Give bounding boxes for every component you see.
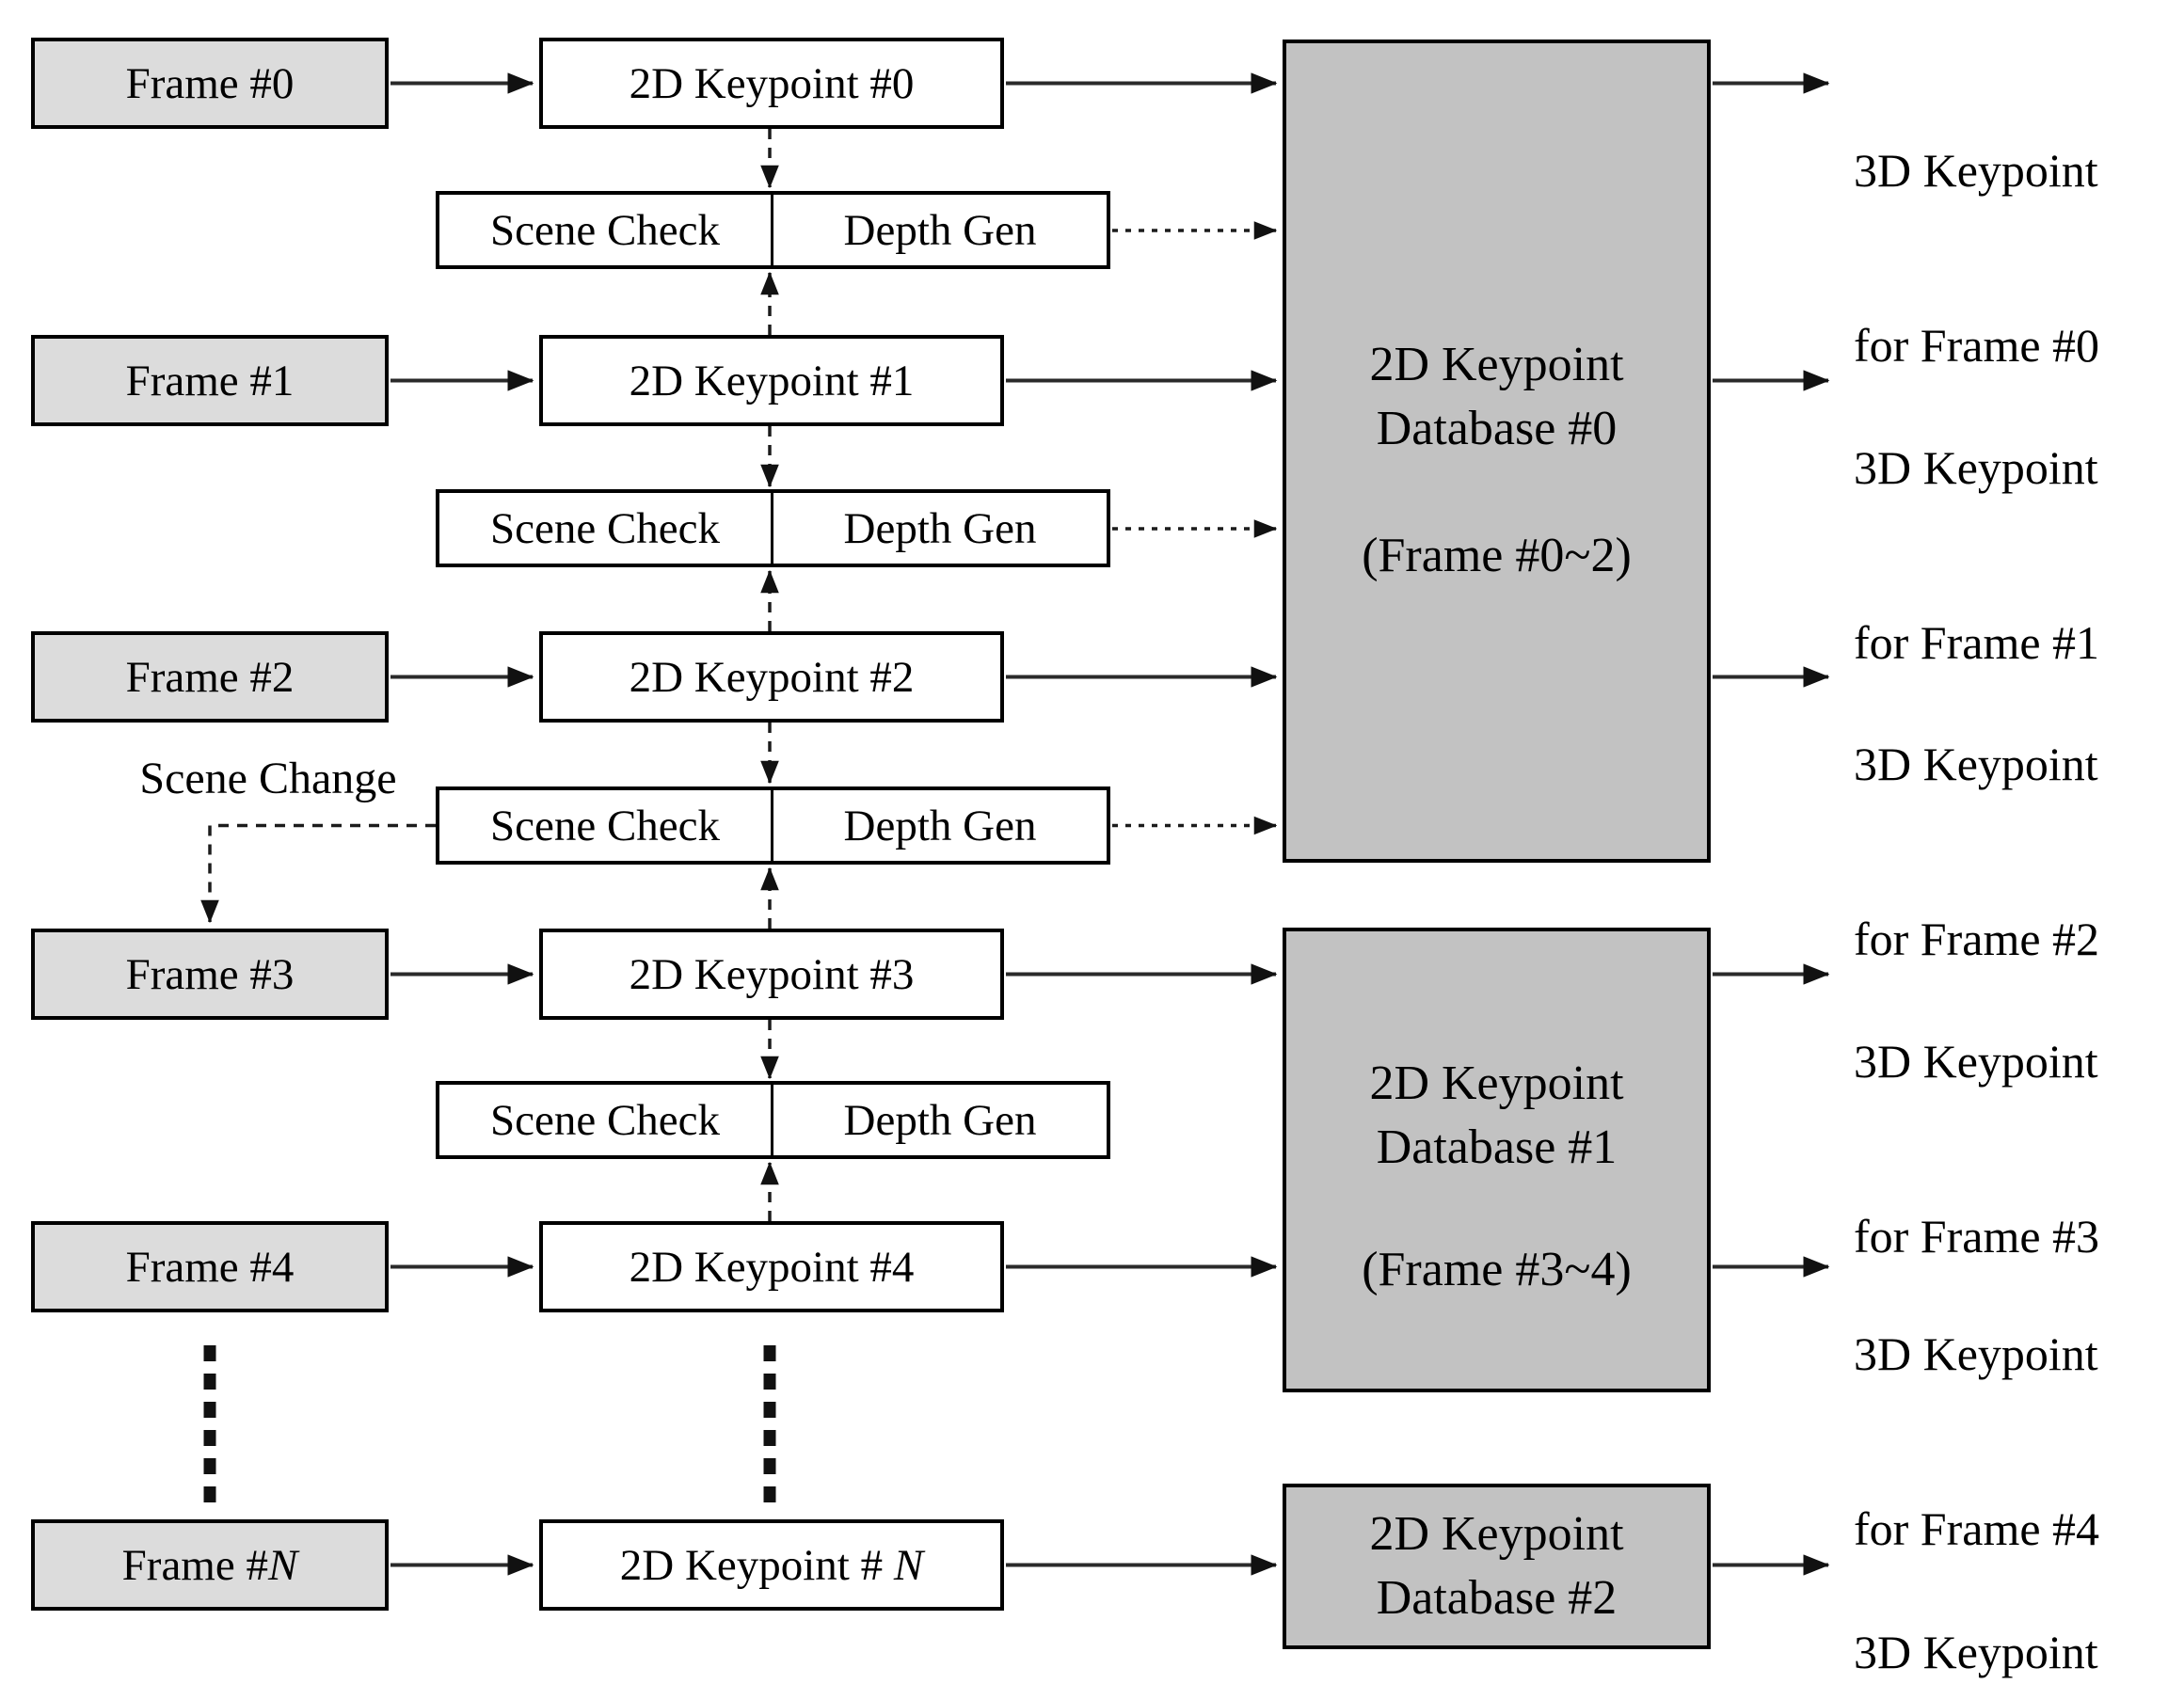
output-n-line1: 3D Keypoint xyxy=(1854,1626,2098,1678)
frame-0-box: Frame #0 xyxy=(31,38,389,129)
scenecheck-0-depth-label: Depth Gen xyxy=(843,205,1037,255)
scenecheck-1-depth-cell: Depth Gen xyxy=(771,493,1107,564)
scenecheck-1-scene-cell: Scene Check xyxy=(439,493,771,564)
keypoint-2-box: 2D Keypoint #2 xyxy=(539,631,1004,723)
frame-0-label: Frame #0 xyxy=(125,58,295,108)
keypoint-2-label: 2D Keypoint #2 xyxy=(629,652,915,702)
scene-change-label: Scene Change xyxy=(139,754,397,803)
arrow-scene-change-to-frame3 xyxy=(200,823,436,924)
scenecheck-1-box: Scene Check Depth Gen xyxy=(436,489,1110,567)
output-3-label: 3D Keypoint for Frame #3 xyxy=(1854,915,2184,1382)
keypoint-4-box: 2D Keypoint #4 xyxy=(539,1221,1004,1312)
scenecheck-0-scene-cell: Scene Check xyxy=(439,195,771,265)
scenecheck-2-box: Scene Check Depth Gen xyxy=(436,786,1110,865)
frame-n-label-italic: N xyxy=(267,1540,298,1590)
frame-1-label: Frame #1 xyxy=(125,356,295,405)
keypoint-0-label: 2D Keypoint #0 xyxy=(629,58,915,108)
output-0-label: 3D Keypoint for Frame #0 xyxy=(1854,24,2184,491)
scenecheck-0-box: Scene Check Depth Gen xyxy=(436,191,1110,269)
keypoint-0-box: 2D Keypoint #0 xyxy=(539,38,1004,129)
keypoint-1-label: 2D Keypoint #1 xyxy=(629,356,915,405)
scenecheck-3-box: Scene Check Depth Gen xyxy=(436,1081,1110,1159)
scenecheck-0-depth-cell: Depth Gen xyxy=(771,195,1107,265)
frame-n-label: Frame # xyxy=(121,1540,268,1590)
db-0-title: 2D Keypoint Database #0 xyxy=(1286,333,1707,461)
frame-2-label: Frame #2 xyxy=(125,652,295,702)
output-1-label: 3D Keypoint for Frame #1 xyxy=(1854,322,2184,788)
output-3-line1: 3D Keypoint xyxy=(1854,1035,2098,1088)
keypoint-3-box: 2D Keypoint #3 xyxy=(539,929,1004,1020)
scenecheck-1-depth-label: Depth Gen xyxy=(843,503,1037,553)
db-1-box: 2D Keypoint Database #1 (Frame #3~4) xyxy=(1283,928,1711,1392)
frame-4-label: Frame #4 xyxy=(125,1242,295,1292)
scenecheck-2-depth-cell: Depth Gen xyxy=(771,790,1107,861)
output-0-line1: 3D Keypoint xyxy=(1854,144,2098,197)
frame-n-box: Frame #N xyxy=(31,1519,389,1611)
db-1-title-line1: 2D Keypoint xyxy=(1369,1056,1624,1110)
scenecheck-2-depth-label: Depth Gen xyxy=(843,801,1037,850)
scenecheck-3-depth-cell: Depth Gen xyxy=(771,1085,1107,1155)
db-2-title: 2D Keypoint Database #2 xyxy=(1286,1502,1707,1630)
keypoint-3-label: 2D Keypoint #3 xyxy=(629,949,915,999)
output-2-line1: 3D Keypoint xyxy=(1854,738,2098,790)
db-0-box: 2D Keypoint Database #0 (Frame #0~2) xyxy=(1283,40,1711,863)
output-1-line2: for Frame #1 xyxy=(1854,616,2100,669)
keypoint-n-label-italic: N xyxy=(893,1540,924,1590)
keypoint-4-label: 2D Keypoint #4 xyxy=(629,1242,915,1292)
scenecheck-0-scene-label: Scene Check xyxy=(489,205,721,255)
scenecheck-2-scene-cell: Scene Check xyxy=(439,790,771,861)
db-0-range: (Frame #0~2) xyxy=(1362,529,1632,582)
db-1-range: (Frame #3~4) xyxy=(1362,1243,1632,1296)
output-n-label: 3D Keypoint for Frame #N xyxy=(1854,1506,2184,1684)
scenecheck-2-scene-label: Scene Check xyxy=(489,801,721,850)
output-1-line1: 3D Keypoint xyxy=(1854,441,2098,494)
frame-2-box: Frame #2 xyxy=(31,631,389,723)
db-2-title-line2: Database #2 xyxy=(1376,1571,1618,1625)
output-2-label: 3D Keypoint for Frame #2 xyxy=(1854,618,2184,1085)
output-4-line2: for Frame #4 xyxy=(1854,1502,2100,1555)
output-3-line2: for Frame #3 xyxy=(1854,1210,2100,1263)
output-2-line2: for Frame #2 xyxy=(1854,913,2100,965)
frame-1-box: Frame #1 xyxy=(31,335,389,426)
scenecheck-3-scene-cell: Scene Check xyxy=(439,1085,771,1155)
scenecheck-3-scene-label: Scene Check xyxy=(489,1095,721,1145)
db-2-box: 2D Keypoint Database #2 xyxy=(1283,1484,1711,1649)
db-2-title-line1: 2D Keypoint xyxy=(1369,1507,1624,1561)
scenecheck-3-depth-label: Depth Gen xyxy=(843,1095,1037,1145)
frame-3-box: Frame #3 xyxy=(31,929,389,1020)
db-0-title-line2: Database #0 xyxy=(1376,402,1618,455)
output-4-label: 3D Keypoint for Frame #4 xyxy=(1854,1208,2184,1675)
frame-4-box: Frame #4 xyxy=(31,1221,389,1312)
db-1-title-line2: Database #1 xyxy=(1376,1120,1618,1174)
scenecheck-1-scene-label: Scene Check xyxy=(489,503,721,553)
db-1-title: 2D Keypoint Database #1 xyxy=(1286,1052,1707,1180)
output-4-line1: 3D Keypoint xyxy=(1854,1327,2098,1380)
db-0-title-line1: 2D Keypoint xyxy=(1369,338,1624,391)
keypoint-n-box: 2D Keypoint # N xyxy=(539,1519,1004,1611)
keypoint-n-label: 2D Keypoint # xyxy=(619,1540,894,1590)
frame-3-label: Frame #3 xyxy=(125,949,295,999)
output-0-line2: for Frame #0 xyxy=(1854,319,2100,372)
keypoint-1-box: 2D Keypoint #1 xyxy=(539,335,1004,426)
